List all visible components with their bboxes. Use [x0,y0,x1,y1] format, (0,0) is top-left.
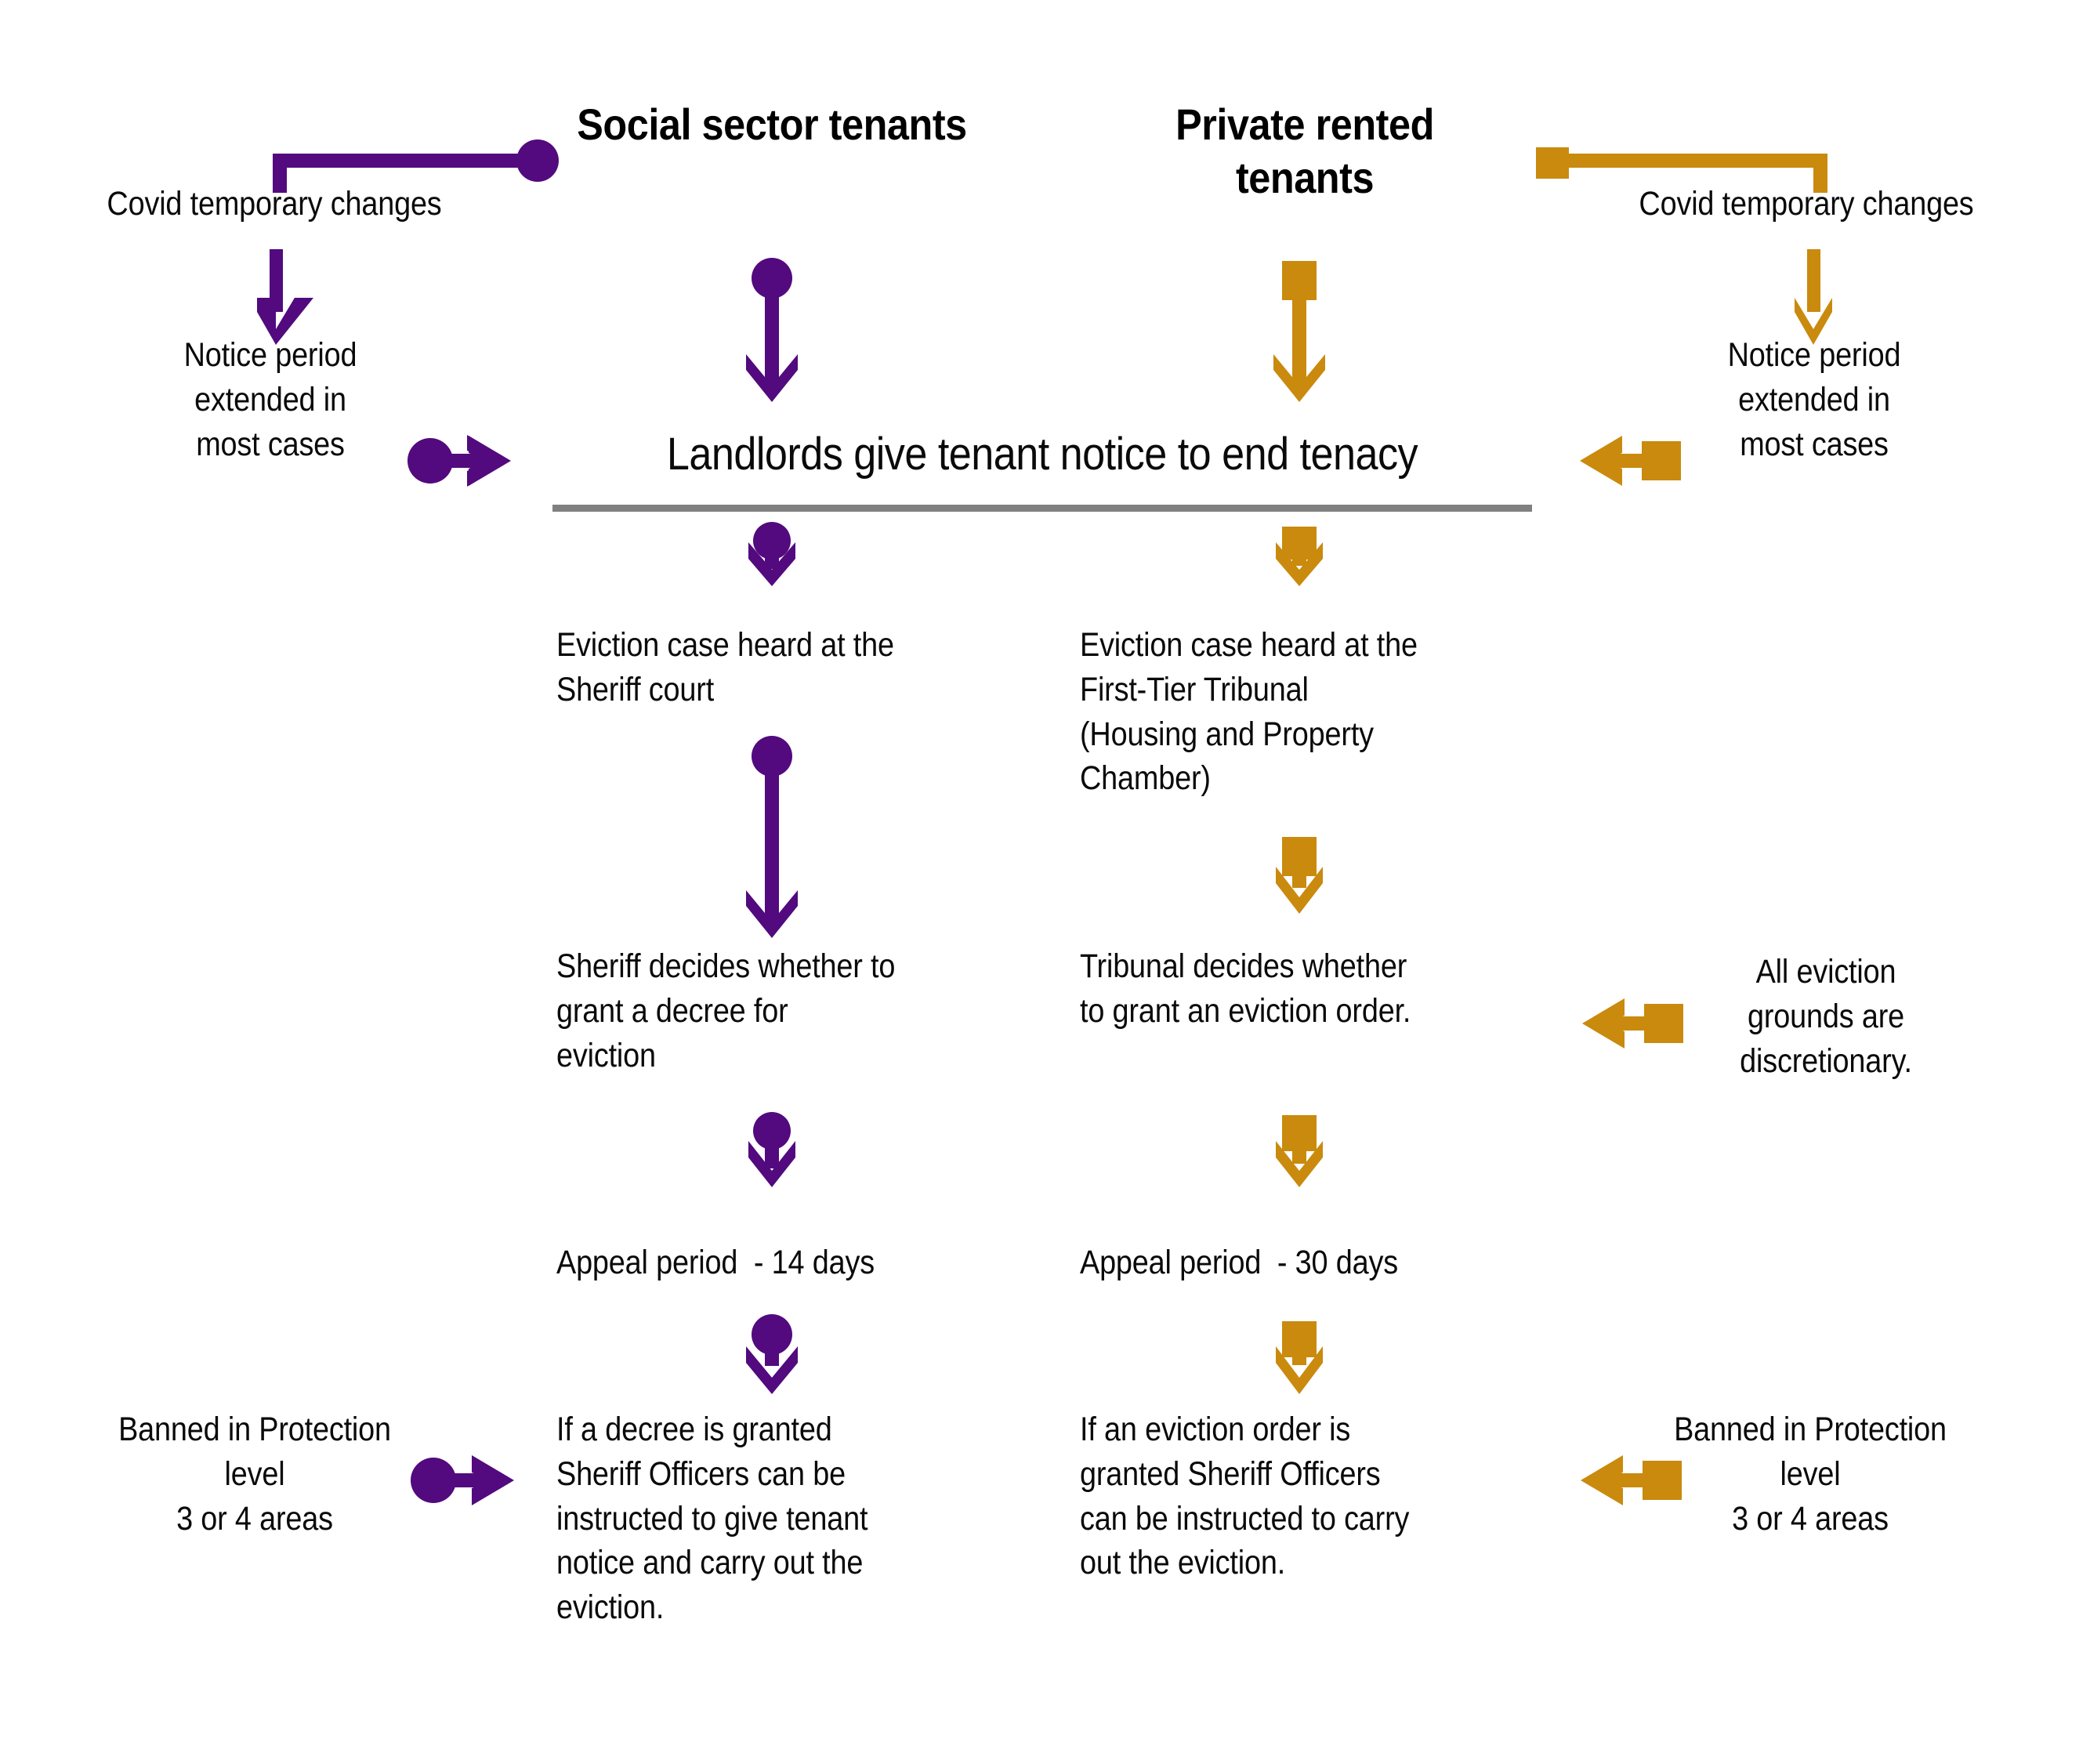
down-arrow-purple-left-covid [257,249,313,345]
down-arrow-orange-to-tribunal [1276,527,1323,586]
right-notice-period-extended-label: Notice period extended in most cases [1727,336,1901,463]
down-arrow-purple-decision-to-appeal [748,1112,795,1187]
right-all-eviction-grounds-discretionary-label: All eviction grounds are discretionary. [1740,953,1912,1080]
down-arrow-purple-heading-to-notice [746,258,798,402]
social-step-sheriff-decides-decree: Sheriff decides whether to grant a decre… [556,947,896,1074]
down-arrow-orange-right-covid [1795,249,1832,345]
right-covid-temporary-changes-label: Covid temporary changes [1639,185,1974,223]
down-arrow-orange-heading-to-notice [1273,261,1325,402]
left-covid-temporary-changes-label: Covid temporary changes [107,185,442,223]
down-arrow-purple-court-to-decision [746,736,798,938]
right-banned-in-protection-level-label: Banned in Protection level 3 or 4 areas [1674,1411,1947,1538]
heading-social-sector-tenants: Social sector tenants [577,100,967,149]
private-step-tribunal-decides-eviction-order: Tribunal decides whether to grant an evi… [1080,947,1411,1030]
private-step-eviction-order-granted-sheriff-officers: If an eviction order is granted Sheriff … [1080,1411,1410,1582]
down-arrow-orange-tribunal-to-decision [1276,837,1323,914]
social-step-decree-granted-sheriff-officers: If a decree is granted Sheriff Officers … [556,1411,868,1626]
down-arrow-purple-appeal-to-outcome [746,1314,798,1394]
private-step-appeal-period: Appeal period - 30 days [1080,1244,1398,1281]
shared-step-landlords-give-notice: Landlords give tenant notice to end tena… [666,429,1418,480]
left-banned-in-protection-level-label: Banned in Protection level 3 or 4 areas [118,1411,391,1538]
left-notice-period-extended-label: Notice period extended in most cases [183,336,357,463]
heading-private-rented-tenants: Private rented tenants [1175,100,1434,203]
left-arrow-orange-discretionary [1582,998,1683,1049]
down-arrow-orange-appeal-to-outcome [1276,1321,1323,1394]
private-step-eviction-case-first-tier-tribunal: Eviction case heard at the First-Tier Tr… [1080,626,1418,798]
horizontal-divider [552,505,1532,512]
social-step-eviction-case-sheriff-court: Eviction case heard at the Sheriff court [556,626,894,708]
down-arrow-purple-to-sheriff-court [748,522,795,586]
down-arrow-orange-decision-to-appeal [1276,1115,1323,1187]
social-step-appeal-period: Appeal period - 14 days [556,1244,875,1281]
